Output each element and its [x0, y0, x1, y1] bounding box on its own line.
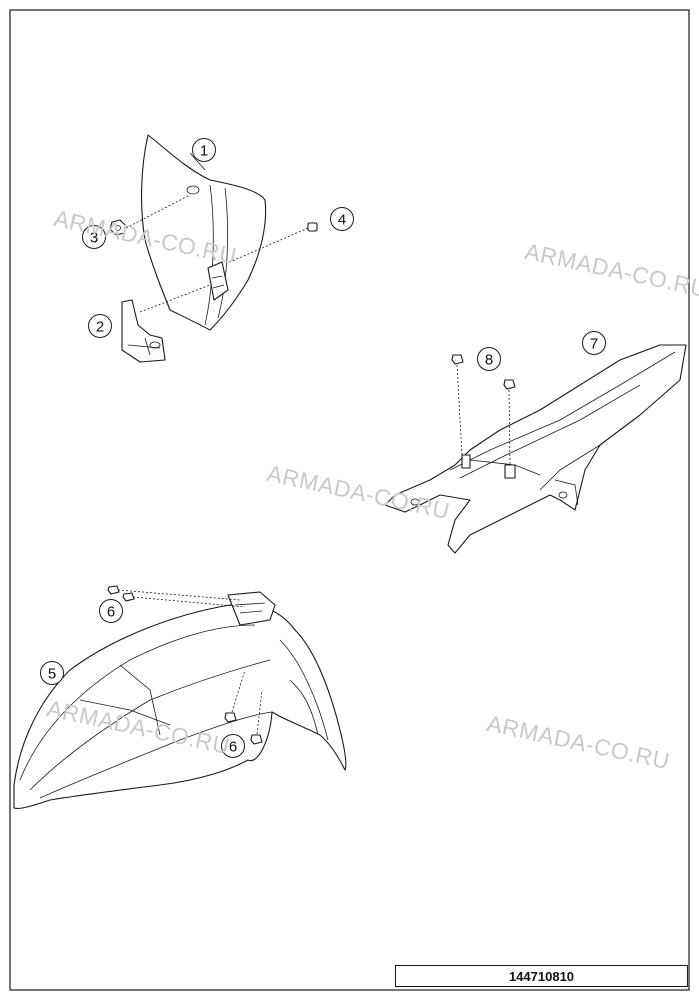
diagram-border	[9, 9, 690, 991]
front-fender-icon	[13, 591, 347, 809]
screw-icon	[451, 354, 516, 390]
svg-text:7: 7	[590, 336, 598, 353]
callout-2: 2	[88, 314, 112, 338]
rear-fender-icon	[384, 344, 687, 554]
callout-4: 4	[330, 207, 354, 231]
callout-8: 8	[477, 347, 501, 371]
svg-text:6: 6	[107, 604, 115, 621]
svg-text:8: 8	[485, 352, 493, 369]
callout-3: 3	[82, 225, 106, 249]
callout-1: 1	[192, 138, 216, 162]
screw-icon	[307, 222, 318, 232]
document-number: 144710810	[395, 965, 688, 987]
bracket-icon	[121, 299, 166, 363]
svg-text:5: 5	[48, 666, 56, 683]
screw-icon	[107, 585, 135, 602]
callout-6-bottom: 6	[221, 734, 245, 758]
callout-6-top: 6	[99, 599, 123, 623]
screw-icon	[224, 712, 263, 745]
svg-text:4: 4	[338, 212, 346, 229]
svg-text:1: 1	[200, 143, 208, 160]
svg-text:6: 6	[229, 739, 237, 756]
callout-5: 5	[40, 661, 64, 685]
svg-text:2: 2	[96, 319, 104, 336]
callout-7: 7	[582, 331, 606, 355]
number-plate-icon	[141, 134, 267, 331]
svg-text:3: 3	[90, 230, 98, 247]
nut-icon	[109, 219, 127, 236]
